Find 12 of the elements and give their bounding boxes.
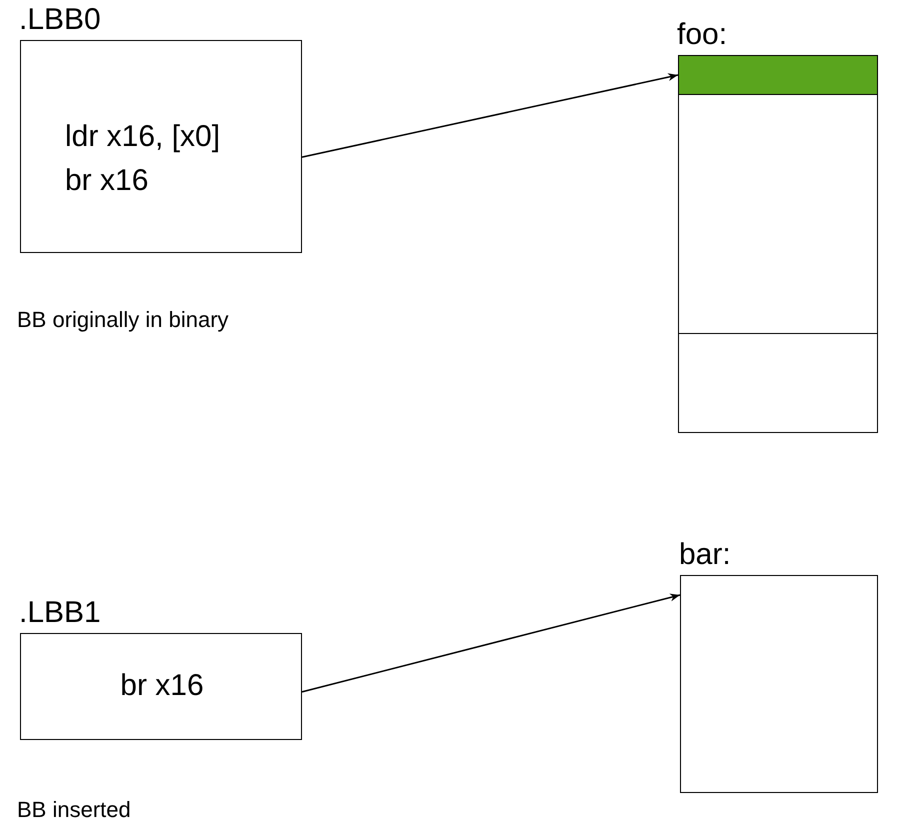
highlight-bar (678, 54, 878, 94)
caption-text: BB inserted (17, 797, 131, 818)
arrow (302, 73, 678, 158)
code-text: ldr x16, [x0] br x16 (65, 119, 222, 199)
code-text: br x16 (119, 668, 205, 704)
function-label: foo: (677, 18, 728, 52)
arrow (302, 594, 680, 693)
block-label: .LBB1 (19, 596, 101, 630)
function-section (678, 332, 878, 432)
function-label: bar: (679, 538, 731, 572)
caption-text: BB originally in binary (17, 307, 229, 333)
block-label: .LBB0 (19, 3, 101, 37)
